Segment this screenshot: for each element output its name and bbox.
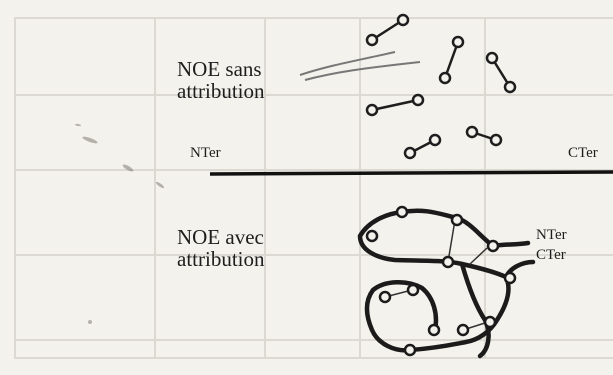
sequence-divider-line xyxy=(209,170,613,176)
residue-markers xyxy=(365,205,517,357)
unassigned-noe-pairs xyxy=(365,13,517,160)
top-nter-label: NTer xyxy=(190,145,221,161)
noe-pair xyxy=(485,51,517,94)
noe-without-attribution-label: NOE sans attribution xyxy=(177,57,265,104)
bottom-cter-label: CTer xyxy=(536,247,566,263)
background-grid xyxy=(14,17,613,359)
noe-pair xyxy=(365,93,425,117)
noe-with-attribution-label: NOE avec attribution xyxy=(177,225,265,272)
noe-pair xyxy=(465,125,503,147)
pointer-strokes xyxy=(299,51,421,81)
noe-pair xyxy=(365,13,410,47)
bottom-nter-label: NTer xyxy=(536,227,567,243)
scan-smudges xyxy=(75,123,165,324)
noe-pair xyxy=(438,35,465,85)
noe-pair xyxy=(403,133,442,160)
top-cter-label: CTer xyxy=(568,145,598,161)
